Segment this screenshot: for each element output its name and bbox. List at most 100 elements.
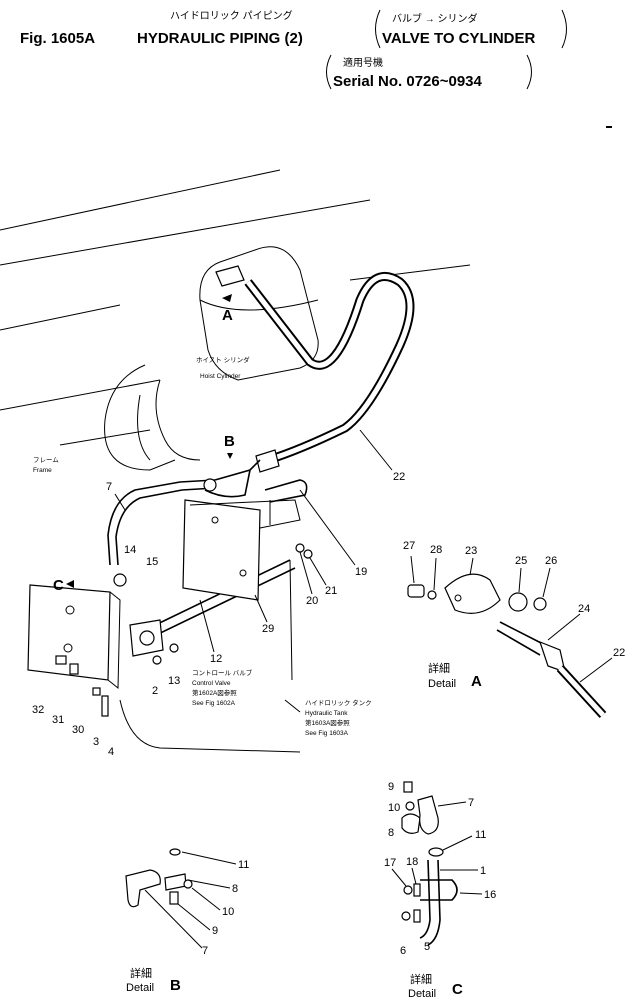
detail-c-pipe-1-edge (427, 859, 441, 946)
detail-b-title: Detail (126, 982, 154, 994)
bolt-31 (69, 663, 79, 675)
detail-a: 27 28 23 25 26 24 22 詳細 Detail A (403, 540, 625, 719)
bracket-top (189, 499, 301, 529)
figure-number: Fig. 1605A (20, 30, 95, 47)
detail-c-washer-18 (413, 883, 421, 897)
callout-4: 4 (108, 746, 114, 758)
detail-c-washer-5 (413, 909, 421, 923)
detail-a-callout-28: 28 (430, 544, 442, 556)
serial-open-paren (326, 54, 332, 90)
leader-19 (299, 489, 356, 566)
detail-c-callout-9: 9 (388, 781, 394, 793)
control-valve-ref: See Fig 1602A (192, 700, 236, 707)
hose-end-fitting (255, 449, 280, 473)
detail-a-callout-22: 22 (613, 647, 625, 659)
bolt-4 (101, 695, 109, 717)
detail-b-leader-9 (177, 903, 211, 931)
view-b-marker: B (224, 433, 235, 450)
detail-c-callout-18: 18 (406, 856, 418, 868)
callout-21: 21 (325, 585, 337, 597)
leader-22 (359, 429, 393, 471)
control-valve-label: Control Valve (192, 680, 231, 687)
detail-c-clamp-8 (401, 813, 421, 834)
detail-a-elbow-24 (499, 621, 546, 646)
detail-c-u-bolt-16 (420, 879, 458, 901)
detail-b-fitting-8 (164, 873, 187, 891)
detail-c-callout-11: 11 (475, 829, 486, 841)
hydraulic-tank-ref: See Fig 1603A (305, 730, 349, 737)
view-c-marker: C (53, 577, 64, 594)
detail-b-callout-8: 8 (232, 883, 238, 895)
pipe-clamp (113, 573, 127, 587)
detail-a-bolt-27 (407, 584, 425, 598)
detail-a-fitting-25 (508, 592, 528, 612)
bracket-hole (211, 516, 219, 524)
detail-a-callout-24: 24 (578, 603, 590, 615)
pipe-7 (107, 479, 216, 566)
detail-a-leader-23 (469, 557, 474, 576)
subtitle: VALVE TO CYLINDER (382, 30, 536, 47)
o-ring-2 (152, 655, 162, 665)
registration-mark (606, 126, 612, 128)
control-valve-plate (27, 584, 111, 681)
page-title: HYDRAULIC PIPING (2) (137, 30, 303, 47)
callout-22: 22 (393, 471, 405, 483)
detail-a-callout-23: 23 (465, 545, 477, 557)
detail-c-leader-18 (411, 867, 417, 885)
detail-c-callout-17: 17 (384, 857, 396, 869)
detail-a-leader-24 (547, 613, 581, 641)
callout-19: 19 (355, 566, 367, 578)
pipe-7-edge (115, 487, 216, 566)
control-valve-ref-jp: 第1602A図参照 (192, 688, 237, 697)
frame-rail-top (0, 169, 281, 231)
pipe-elbow (204, 469, 251, 498)
detail-c-title-jp: 詳細 (410, 972, 432, 986)
serial-close-paren (526, 54, 532, 90)
hydraulic-tank-outline (119, 699, 301, 753)
callout-3: 3 (93, 736, 99, 748)
control-valve-label-jp: コントロール バルブ (192, 668, 253, 677)
frame-label-jp: フレーム (33, 456, 59, 464)
frame-label: Frame (33, 467, 52, 474)
detail-a-washer-28 (427, 590, 437, 600)
detail-c-bolt-9 (403, 781, 413, 793)
callout-30: 30 (72, 724, 84, 736)
hoist-cylinder-band (199, 299, 319, 311)
tank-edge (289, 559, 293, 681)
detail-a-elbow-24-edge (496, 629, 541, 656)
pipe-7-upper (214, 459, 261, 481)
callout-14: 14 (124, 544, 136, 556)
detail-a-title-jp: 詳細 (428, 661, 450, 675)
detail-a-leader-26 (542, 567, 551, 598)
detail-b-leader-10 (191, 887, 221, 911)
detail-c-callout-6: 6 (400, 945, 406, 957)
leader-29 (254, 594, 268, 623)
detail-b-bolt-9 (169, 891, 179, 905)
frame-rail-right (349, 264, 471, 281)
subtitle-jp: バルブ → シリンダ (392, 12, 478, 25)
valve-flange-port (139, 630, 155, 646)
detail-a-flange-23 (444, 573, 501, 614)
u-bolt-19 (264, 479, 308, 503)
detail-a-letter: A (471, 673, 482, 690)
hoist-cylinder-body (199, 246, 319, 381)
detail-c-leader-11 (442, 835, 473, 851)
view-b-arrow (227, 453, 233, 459)
detail-b-callout-11: 11 (238, 859, 249, 871)
subtitle-close-paren (561, 9, 567, 49)
leader-12 (199, 599, 215, 653)
detail-a-flange-hole (454, 594, 462, 602)
title-jp: ハイドロリック パイピング (170, 9, 293, 22)
callout-12: 12 (210, 653, 222, 665)
leader-21 (309, 557, 327, 586)
callout-29: 29 (262, 623, 274, 635)
detail-a-callout-27: 27 (403, 540, 415, 552)
detail-b-callout-7: 7 (202, 945, 208, 957)
detail-b-leader-7 (144, 889, 203, 949)
callout-13: 13 (168, 675, 180, 687)
tank-leader (284, 699, 301, 713)
detail-b-leader-11 (181, 851, 237, 865)
detail-c-letter: C (452, 981, 463, 998)
detail-a-leader-28 (433, 557, 437, 591)
